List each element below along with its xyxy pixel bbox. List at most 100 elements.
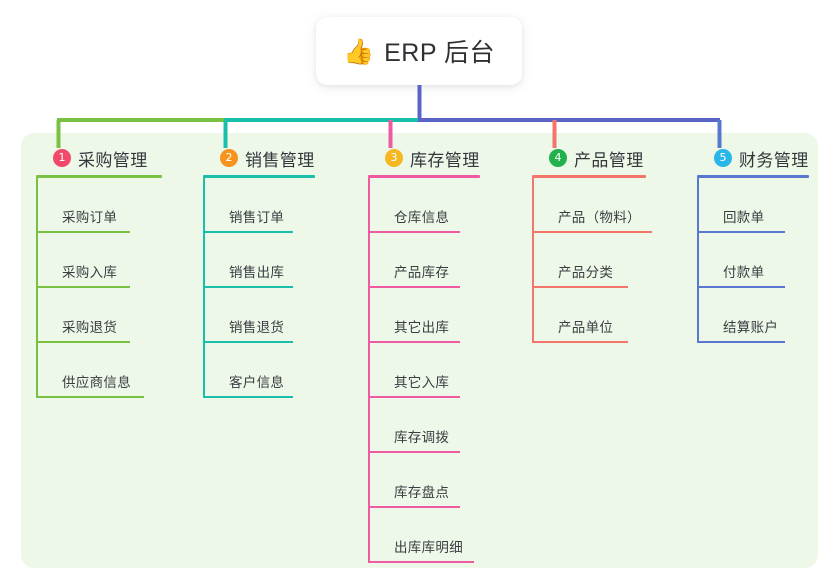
leaf-item[interactable]: 出库库明细: [368, 508, 528, 563]
leaf-list: 采购订单采购入库采购退货供应商信息: [36, 178, 186, 398]
leaf-list: 销售订单销售出库销售退货客户信息: [203, 178, 353, 398]
leaf-label: 客户信息: [229, 375, 285, 390]
root-title: ERP 后台: [384, 39, 496, 67]
branch-spine: [697, 178, 699, 343]
leaf-item[interactable]: 采购订单: [36, 178, 186, 233]
leaf-underline: [203, 396, 293, 398]
leaf-underline: [203, 231, 293, 233]
leaf-item[interactable]: 付款单: [697, 233, 827, 288]
leaf-label: 采购退货: [62, 320, 118, 335]
leaf-item[interactable]: 销售退货: [203, 288, 353, 343]
leaf-item[interactable]: 产品分类: [532, 233, 692, 288]
leaf-underline: [368, 286, 460, 288]
branch-header-2[interactable]: 2 销售管理: [203, 145, 353, 171]
branch-number-badge: 2: [220, 149, 238, 167]
leaf-underline: [368, 231, 460, 233]
branch-header-5[interactable]: 5 财务管理: [697, 145, 827, 171]
branch-column-5: 5 财务管理回款单付款单结算账户: [697, 145, 827, 343]
leaf-item[interactable]: 销售订单: [203, 178, 353, 233]
leaf-label: 付款单: [723, 265, 765, 280]
leaf-label: 库存盘点: [394, 485, 450, 500]
branch-underline: [532, 175, 646, 178]
leaf-label: 仓库信息: [394, 210, 450, 225]
branch-header-4[interactable]: 4 产品管理: [532, 145, 692, 171]
branch-label: 采购管理: [78, 150, 148, 170]
leaf-list: 回款单付款单结算账户: [697, 178, 827, 343]
branch-underline: [203, 175, 315, 178]
leaf-item[interactable]: 产品库存: [368, 233, 528, 288]
leaf-underline: [203, 341, 293, 343]
leaf-item[interactable]: 库存盘点: [368, 453, 528, 508]
branch-column-2: 2 销售管理销售订单销售出库销售退货客户信息: [203, 145, 353, 398]
branch-label: 销售管理: [245, 150, 315, 170]
leaf-label: 库存调拨: [394, 430, 450, 445]
leaf-underline: [36, 231, 130, 233]
leaf-underline: [368, 396, 460, 398]
branch-spine: [203, 178, 205, 398]
leaf-underline: [697, 286, 785, 288]
thumbs-up-icon: 👍: [342, 37, 375, 66]
branch-column-4: 4 产品管理产品（物料） 产品分类产品单位: [532, 145, 692, 343]
branch-label: 产品管理: [574, 150, 644, 170]
branch-label: 财务管理: [739, 150, 809, 170]
leaf-item[interactable]: 仓库信息: [368, 178, 528, 233]
leaf-label: 回款单: [723, 210, 765, 225]
branch-spine: [532, 178, 534, 343]
leaf-list: 产品（物料） 产品分类产品单位: [532, 178, 692, 343]
leaf-underline: [36, 341, 130, 343]
leaf-underline: [368, 561, 474, 563]
leaf-item[interactable]: 回款单: [697, 178, 827, 233]
leaf-label: 采购订单: [62, 210, 118, 225]
leaf-item[interactable]: 结算账户: [697, 288, 827, 343]
leaf-underline: [697, 231, 785, 233]
branch-header-1[interactable]: 1 采购管理: [36, 145, 186, 171]
leaf-label: 其它入库: [394, 375, 450, 390]
leaf-item[interactable]: 采购退货: [36, 288, 186, 343]
branch-label: 库存管理: [410, 150, 480, 170]
leaf-underline: [532, 341, 628, 343]
branch-column-1: 1 采购管理采购订单采购入库采购退货供应商信息: [36, 145, 186, 398]
leaf-item[interactable]: 其它入库: [368, 343, 528, 398]
leaf-list: 仓库信息产品库存其它出库其它入库库存调拨库存盘点出库库明细: [368, 178, 528, 563]
branch-number-badge: 1: [53, 149, 71, 167]
leaf-label: 出库库明细: [394, 540, 463, 555]
branch-underline: [36, 175, 162, 178]
leaf-label: 其它出库: [394, 320, 450, 335]
leaf-underline: [368, 341, 460, 343]
leaf-underline: [36, 396, 144, 398]
leaf-label: 销售订单: [229, 210, 285, 225]
leaf-label: 产品分类: [558, 265, 614, 280]
leaf-item[interactable]: 采购入库: [36, 233, 186, 288]
branch-underline: [368, 175, 480, 178]
leaf-item[interactable]: 产品单位: [532, 288, 692, 343]
leaf-item[interactable]: 销售出库: [203, 233, 353, 288]
leaf-label: 销售出库: [229, 265, 285, 280]
root-node[interactable]: 👍 ERP 后台: [316, 17, 522, 85]
leaf-underline: [368, 506, 460, 508]
leaf-label: 产品单位: [558, 320, 614, 335]
leaf-item[interactable]: 库存调拨: [368, 398, 528, 453]
leaf-label: 产品库存: [394, 265, 450, 280]
leaf-underline: [203, 286, 293, 288]
leaf-label: 供应商信息: [62, 375, 131, 390]
leaf-item[interactable]: 产品（物料）: [532, 178, 692, 233]
leaf-item[interactable]: 客户信息: [203, 343, 353, 398]
leaf-underline: [368, 451, 460, 453]
branch-number-badge: 5: [714, 149, 732, 167]
leaf-underline: [36, 286, 130, 288]
branch-number-badge: 4: [549, 149, 567, 167]
leaf-underline: [532, 286, 628, 288]
branch-underline: [697, 175, 809, 178]
branch-spine: [36, 178, 38, 398]
leaf-item[interactable]: 供应商信息: [36, 343, 186, 398]
leaf-label: 采购入库: [62, 265, 118, 280]
leaf-underline: [697, 341, 785, 343]
branch-spine: [368, 178, 370, 563]
leaf-item[interactable]: 其它出库: [368, 288, 528, 343]
leaf-label: 结算账户: [723, 320, 779, 335]
leaf-underline: [532, 231, 652, 233]
branches-panel: [21, 133, 818, 568]
